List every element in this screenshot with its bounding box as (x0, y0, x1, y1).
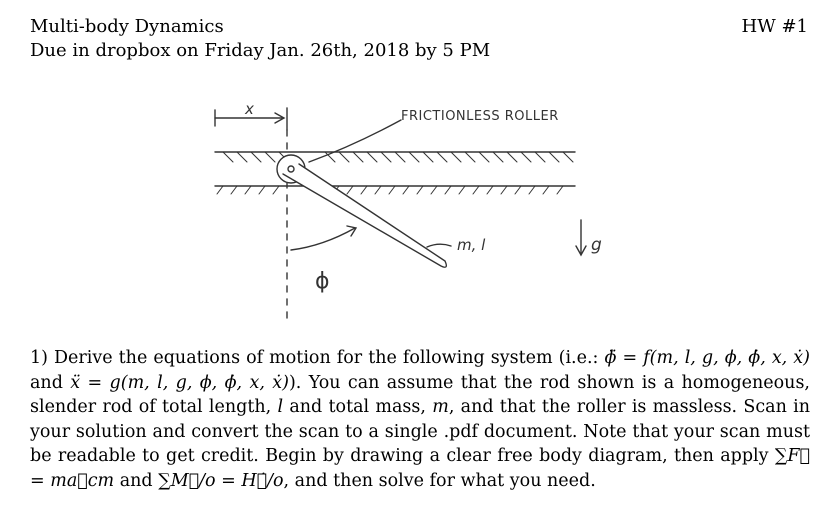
problem-and-1: and (30, 372, 71, 393)
homework-number: HW #1 (741, 16, 808, 37)
phi-arrowhead (346, 225, 358, 237)
upper-hatching (222, 151, 574, 163)
problem-text-2: ). You can assume that the rod shown is … (30, 372, 810, 418)
label-g: g (591, 235, 602, 255)
equation-force-balance: ∑F⃗ = ma⃗cm (30, 446, 810, 491)
gravity-arrowhead (575, 245, 587, 257)
problem-text-1: 1) Derive the equations of motion for th… (30, 348, 605, 368)
x-dimension-arrowhead (274, 112, 286, 124)
variable-l: l (277, 397, 284, 418)
roller-leader (308, 119, 402, 163)
equation-x-ddot: ẍ = g(m, l, g, ϕ, ϕ̇, x, ẋ) (70, 372, 289, 393)
course-title: Multi-body Dynamics (30, 16, 224, 37)
equation-moment-balance: ∑M⃗/o = H⃗̇/o (158, 470, 284, 491)
problem-text-4: , and that the roller is massless. Scan … (30, 397, 811, 467)
problem-and-2: and (114, 470, 159, 491)
label-phi: ϕ (315, 269, 330, 294)
pin (287, 165, 295, 173)
lower-hatching (216, 185, 564, 195)
problem-text-5: , and then solve for what you need. (283, 470, 596, 491)
problem-text-3: and total mass, (283, 397, 433, 418)
equation-phi-ddot: ϕ̈ = f(m, l, g, ϕ, ϕ̇, x, ẋ) (604, 348, 811, 368)
rod (282, 163, 448, 268)
rod-leader (426, 243, 452, 248)
phi-arc (290, 227, 356, 251)
problem-statement: 1) Derive the equations of motion for th… (30, 346, 810, 494)
label-x: x (244, 100, 254, 118)
label-roller: FRICTIONLESS ROLLER (401, 109, 559, 124)
due-date: Due in dropbox on Friday Jan. 26th, 2018… (30, 40, 491, 61)
system-sketch: x FRICTIONLESS ROLLER m, l ϕ g (214, 100, 602, 323)
label-rod: m, l (457, 236, 486, 254)
variable-m: m (432, 397, 449, 418)
